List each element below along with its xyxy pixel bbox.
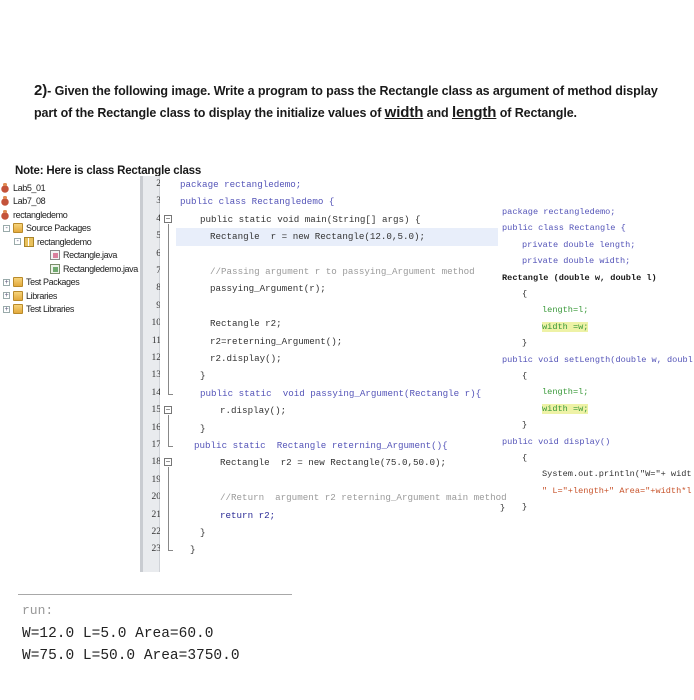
code-line-12: r2.display();: [210, 353, 282, 364]
expand-icon[interactable]: +: [3, 278, 10, 286]
coffee-project-icon: [0, 209, 10, 220]
code-line-18: Rectangle r2 = new Rectangle(75.0,50.0);: [220, 457, 447, 469]
rect-line-assign-width: width =w;: [542, 403, 589, 414]
code-line-15: r.display();: [220, 405, 287, 417]
code-line-3: public class Rectangledemo {: [180, 196, 335, 208]
coffee-project-icon: [0, 196, 10, 207]
code-line-14: public static void passying_Argument(Rec…: [200, 387, 482, 399]
rect-line-brace: {: [522, 453, 528, 463]
coffee-project-icon: [0, 182, 10, 193]
code-line-2: package rectangledemo;: [180, 179, 302, 190]
tree-item-rectangle-java[interactable]: Rectangle.java: [0, 249, 140, 263]
rect-line-display: public void display(): [502, 436, 611, 447]
rect-line-class-close: }: [500, 503, 506, 513]
expand-icon[interactable]: +: [3, 292, 10, 300]
code-line-13: }: [200, 370, 206, 382]
tree-item-rectangledemo-java[interactable]: Rectangledemo.java: [0, 262, 140, 276]
project-tree: Lab5_01 Lab7_08 rectangledemo - Source P…: [0, 181, 140, 316]
tree-item-libraries[interactable]: + Libraries: [3, 290, 57, 301]
fold-toggle-icon[interactable]: −: [164, 457, 172, 466]
code-line-16: }: [200, 422, 206, 434]
tree-item-test-libraries[interactable]: + Test Libraries: [3, 304, 74, 315]
tree-item-lab7[interactable]: Lab7_08: [0, 195, 140, 209]
output-line-2: W=75.0 L=50.0 Area=3750.0: [22, 648, 240, 664]
output-run-label: run:: [22, 603, 54, 618]
rect-line-constructor: Rectangle (double w, double l): [502, 272, 657, 283]
rect-line-assign-length: length=l;: [542, 387, 589, 398]
rect-line-assign-length: length=l;: [542, 305, 589, 316]
folder-icon: [13, 290, 23, 301]
rect-line-brace: {: [522, 289, 528, 299]
rect-line-brace: {: [522, 371, 528, 381]
package-icon: [24, 236, 34, 247]
rect-line-length-field: private double length;: [522, 239, 636, 250]
expand-icon[interactable]: +: [3, 305, 10, 313]
rect-line-width-field: private double width;: [522, 256, 631, 267]
output-separator: [18, 594, 292, 595]
rect-line-setlength: public void setLength(double w, doubl: [502, 354, 693, 365]
tree-item-test-packages[interactable]: + Test Packages: [3, 277, 80, 288]
rect-line-println-cont: " L="+length+" Area="+width*l: [542, 485, 692, 496]
collapse-icon[interactable]: -: [3, 224, 10, 232]
java-file-icon: [50, 250, 60, 261]
emphasis-length: length: [451, 104, 497, 121]
rect-line-brace: }: [522, 420, 528, 431]
question-text: 2)- Given the following image. Write a p…: [34, 82, 658, 121]
rect-line-brace: }: [522, 502, 528, 513]
code-editor-rectangledemo[interactable]: 2 3 4 5 6 7 8 9 10 11 12 13 14 15 16 17 …: [140, 176, 507, 574]
tree-item-lab5[interactable]: Lab5_01: [0, 181, 140, 195]
question-number: 2): [34, 82, 48, 99]
rect-line-assign-width: width =w;: [542, 321, 589, 332]
collapse-icon[interactable]: -: [14, 238, 21, 246]
code-line-7-comment: //Passing argument r to passying_Argumen…: [210, 266, 475, 277]
code-line-21: return r2;: [220, 509, 276, 521]
emphasis-width: width: [384, 104, 424, 121]
folder-icon: [13, 277, 23, 288]
code-line-10: Rectangle r2;: [210, 318, 282, 330]
note-label: Note: Here is class Rectangle class: [15, 165, 202, 177]
folder-icon: [13, 304, 23, 315]
fold-toggle-icon[interactable]: −: [164, 405, 172, 414]
code-line-17: public static Rectangle reterning_Argume…: [194, 440, 448, 451]
tree-item-rectangledemo-project[interactable]: rectangledemo: [0, 208, 140, 222]
code-area[interactable]: package rectangledemo; public class Rect…: [176, 176, 507, 572]
fold-toggle-icon[interactable]: −: [164, 214, 172, 223]
code-line-22: }: [200, 527, 206, 538]
java-main-file-icon: [50, 263, 60, 274]
tree-item-source-packages[interactable]: - Source Packages: [0, 222, 140, 236]
folder-icon: [13, 223, 23, 234]
code-editor-rectangle-class[interactable]: package rectangledemo; public class Rect…: [498, 196, 694, 526]
rect-line-package: package rectangledemo;: [502, 207, 616, 217]
code-line-11: r2=reterning_Argument();: [210, 335, 343, 347]
code-line-20-comment: //Return argument r2 reterning_Argument …: [220, 492, 507, 504]
fold-column: − − −: [160, 176, 176, 572]
rect-line-println: System.out.println("W="+ widt: [542, 469, 692, 480]
tree-item-rectangledemo-package[interactable]: - rectangledemo: [0, 235, 140, 249]
rect-line-brace: }: [522, 338, 528, 349]
code-line-23: }: [190, 544, 196, 556]
code-line-5-current: Rectangle r = new Rectangle(12.0,5.0);: [176, 228, 498, 246]
code-line-4: public static void main(String[] args) {: [200, 213, 421, 225]
line-number-gutter: 2 3 4 5 6 7 8 9 10 11 12 13 14 15 16 17 …: [140, 176, 161, 572]
rect-line-class: public class Rectangle {: [502, 223, 626, 234]
code-line-8: passying_Argument(r);: [210, 283, 326, 295]
output-line-1: W=12.0 L=5.0 Area=60.0: [22, 626, 214, 642]
